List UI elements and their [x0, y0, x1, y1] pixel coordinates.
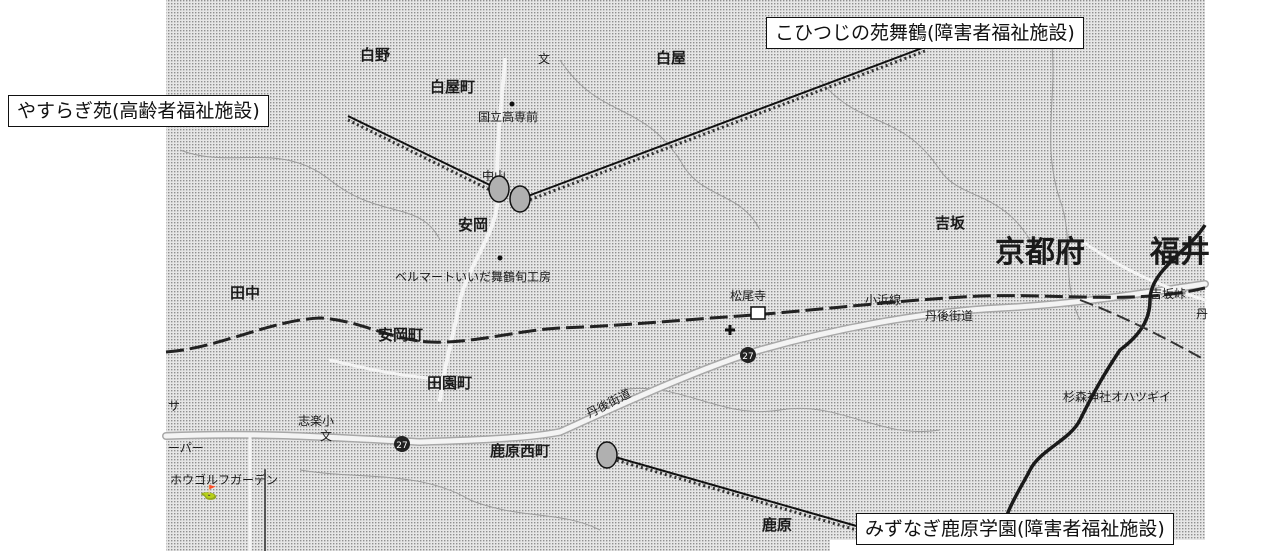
label-yoshizaka-pass: 吉坂峠 [1150, 286, 1186, 301]
label-bellmart: ベルマートいいだ舞鶴旬工房 [395, 269, 551, 284]
label-top: 白屋 [656, 49, 686, 67]
leader-lines [347, 46, 926, 533]
bellmart-point-icon [497, 255, 503, 261]
label-yoshizaka: 吉坂 [935, 214, 966, 232]
label-bun: 文 [538, 51, 550, 66]
svg-text:27: 27 [396, 441, 407, 451]
label-bun-2: 文 [320, 428, 332, 443]
local-road-east [1078, 238, 1207, 302]
label-matsuoji: 松尾寺 [730, 289, 766, 303]
label-kanohara: 鹿原 [762, 516, 792, 534]
label-kyoto-fu: 京都府 [995, 235, 1085, 270]
label-super: ーパー [168, 441, 204, 455]
kosen-mae-stop-icon [509, 101, 515, 107]
boundary-dashed [1079, 299, 1206, 361]
mizunagi-callout: みずなぎ鹿原学園(障害者福祉施設) [856, 513, 1174, 545]
matsuoji-station-icon [750, 306, 766, 320]
label-golf: ホウゴルフガーデン [170, 472, 278, 487]
label-kanohara-nishi: 鹿原西町 [490, 442, 550, 460]
prefecture-border [998, 224, 1207, 541]
label-sa: サ [168, 399, 180, 413]
label-top-left: 白野 [360, 46, 390, 64]
mizunagi-marker[interactable] [596, 441, 618, 469]
label-yasuoka: 安岡 [458, 216, 488, 234]
label-tan-partial: 丹 [1196, 307, 1208, 321]
route-27-shield-2: 27 [394, 436, 410, 452]
label-shiraku: 志楽小 [298, 414, 334, 428]
local-road-north [438, 58, 507, 402]
label-tanaka: 田中 [230, 284, 260, 302]
kohitsuji-callout: こひつじの苑舞鶴(障害者福祉施設) [766, 17, 1084, 49]
label-sugimori: 杉森神社オハツギイ [1063, 389, 1171, 404]
label-shiroyacho: 白屋町 [430, 78, 475, 96]
label-obama-line: 小浜線 [865, 292, 901, 307]
yasuragien-marker[interactable] [488, 175, 510, 203]
golf-flag-icon: ⛳ [200, 484, 217, 501]
map-background [166, 0, 1205, 551]
svg-text:27: 27 [742, 352, 753, 362]
terrain-contours [179, 29, 1081, 531]
label-yasuokacho: 安岡町 [378, 326, 423, 344]
label-fukui: 福井 [1149, 235, 1210, 270]
label-denencho: 田園町 [427, 374, 472, 392]
label-kosen-mae: 国立高専前 [478, 109, 538, 124]
obama-line-railway [165, 286, 1206, 354]
map-labels: 白野 文 白屋 白屋町 国立高専前 中山 安岡 田中 吉坂 京都府 福井 ベルマ… [168, 46, 1210, 534]
yasuragien-callout: やすらぎ苑(高齢者福祉施設) [8, 95, 269, 127]
route-27-shield-1: 27 [740, 347, 756, 363]
cross-mark [725, 325, 735, 335]
label-tango-kaido-1: 丹後街道 [925, 309, 973, 323]
roads [162, 58, 1209, 551]
kohitsuji-marker[interactable] [509, 185, 531, 213]
